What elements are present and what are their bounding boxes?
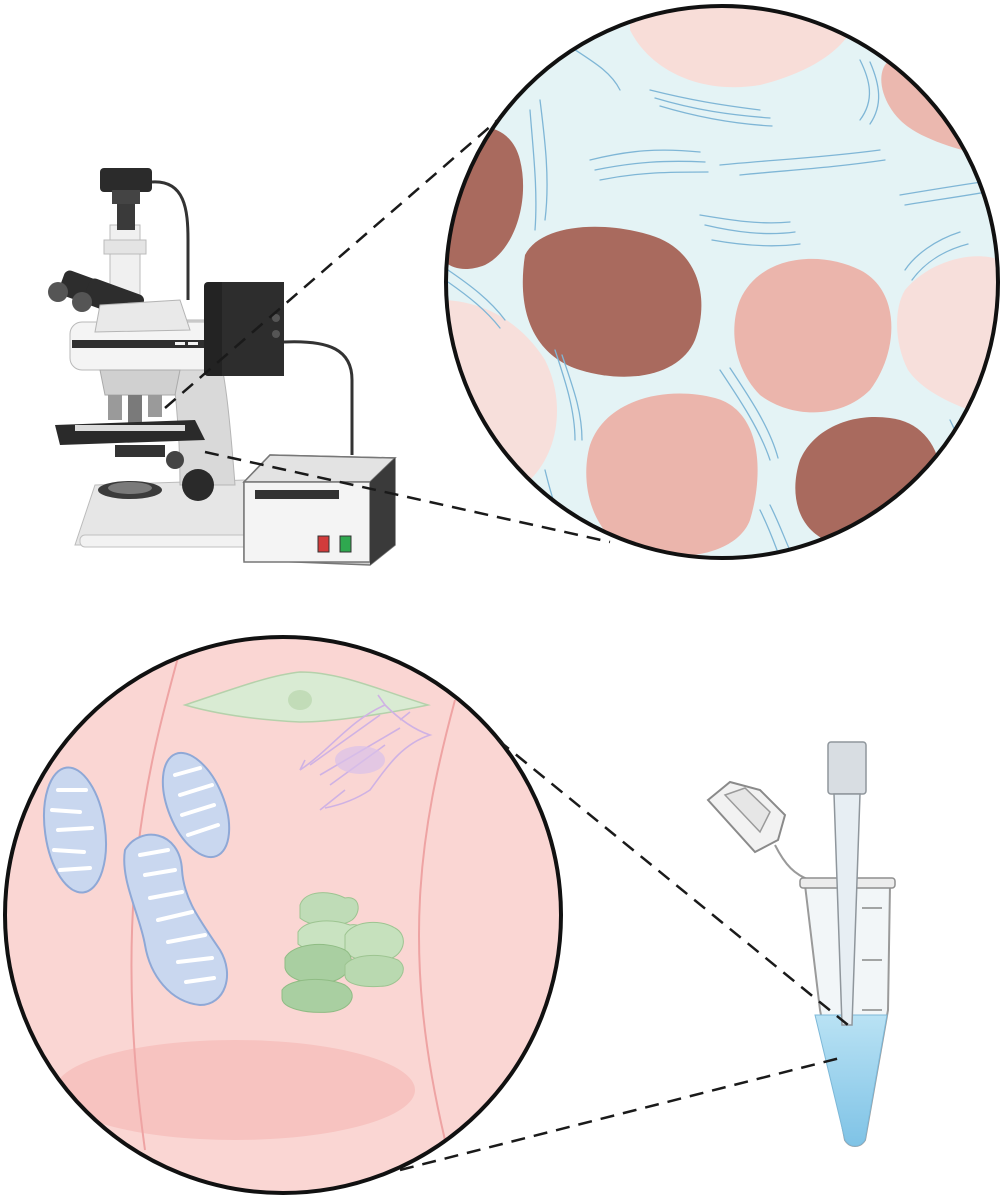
tube-lid [706,780,811,881]
organelle-zoom [3,635,563,1195]
microcentrifuge-tube-icon [706,741,896,1147]
mitochondrion-2 [161,751,231,859]
zoom-connectors-bottom [399,739,849,1172]
golgi-apparatus [281,892,404,1013]
cell-far-right-pale [897,256,998,420]
pipette-tip [827,741,867,1026]
zoom-circle-top-border [444,4,1000,560]
cell-bottom-light [586,393,758,557]
zoom-connectors-top [164,117,611,544]
cell-top-pale [630,6,860,88]
zoom-circle-bottom-border [3,635,563,1195]
mitochondrion-1 [43,766,107,894]
light-controller-box [242,454,397,566]
cell-right-light [734,258,892,413]
tissue-cells-zoom [444,4,1000,560]
green-indicator-button [339,535,352,553]
tube-liquid [814,1014,888,1147]
mitochondria [43,751,231,1007]
mitochondrion-3 [123,833,229,1007]
red-indicator-button [317,535,330,553]
cell-center-dark [522,226,702,377]
